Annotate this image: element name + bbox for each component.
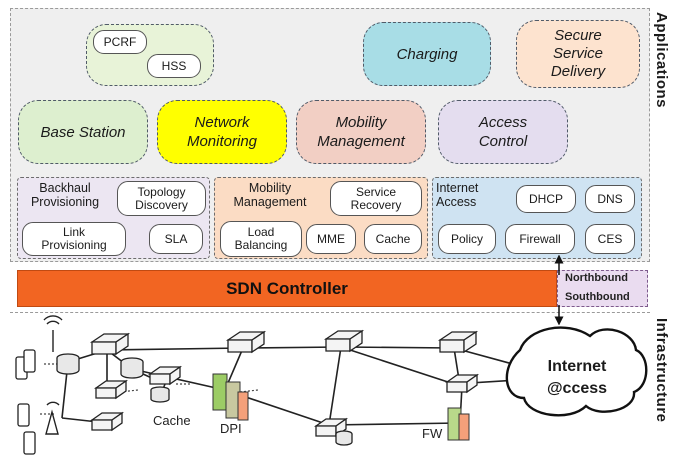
sdn-controller-label: SDN Controller	[226, 278, 348, 298]
infra-cache-label: Cache	[153, 413, 191, 428]
hss-node: HSS	[147, 54, 201, 78]
secure-label-1: Secure	[554, 27, 602, 44]
northbound-label: Northbound	[565, 272, 628, 284]
southbound-label: Southbound	[565, 291, 630, 303]
sdn-controller-bar: SDN Controller	[17, 270, 557, 307]
netmon-label-1: Network	[194, 114, 250, 131]
secure-label-2: Service	[552, 45, 604, 62]
base-station-label: Base Station	[40, 123, 126, 141]
sla-node: SLA	[149, 224, 203, 254]
cache-node: Cache	[364, 224, 422, 254]
infra-fw-label: FW	[422, 426, 443, 441]
access-label-1: Access	[478, 114, 528, 131]
network-monitoring-app: Network Monitoring	[157, 100, 287, 164]
access-label-2: Control	[478, 133, 528, 150]
dhcp-node: DHCP	[516, 185, 576, 213]
access-control-app: Access Control	[438, 100, 568, 164]
firewall-node: Firewall	[505, 224, 575, 254]
dns-node: DNS	[585, 185, 635, 213]
infrastructure-network	[15, 315, 648, 455]
mobility-management-app: Mobility Management	[296, 100, 426, 164]
secure-service-delivery-app: Secure Service Delivery	[516, 20, 640, 88]
mme-node: MME	[306, 224, 356, 254]
charging-app: Charging	[363, 22, 491, 86]
base-station-app: Base Station	[18, 100, 148, 164]
infra-dpi-label: DPI	[220, 421, 242, 436]
ces-node: CES	[585, 224, 635, 254]
internet-cloud-label: Internet@ccess	[546, 358, 608, 397]
infrastructure-layer-label: Infrastructure	[653, 318, 670, 423]
applications-layer-label: Applications	[653, 12, 670, 109]
pcrf-node: PCRF	[93, 30, 147, 54]
bound-interface-box	[557, 270, 648, 307]
charging-label: Charging	[396, 45, 458, 63]
interface-arrows	[554, 255, 564, 325]
policy-node: Policy	[438, 224, 496, 254]
secure-label-3: Delivery	[550, 63, 606, 80]
mobility-label-2: Management	[317, 133, 405, 150]
netmon-label-2: Monitoring	[186, 133, 258, 150]
mobility-label-1: Mobility	[335, 114, 387, 131]
